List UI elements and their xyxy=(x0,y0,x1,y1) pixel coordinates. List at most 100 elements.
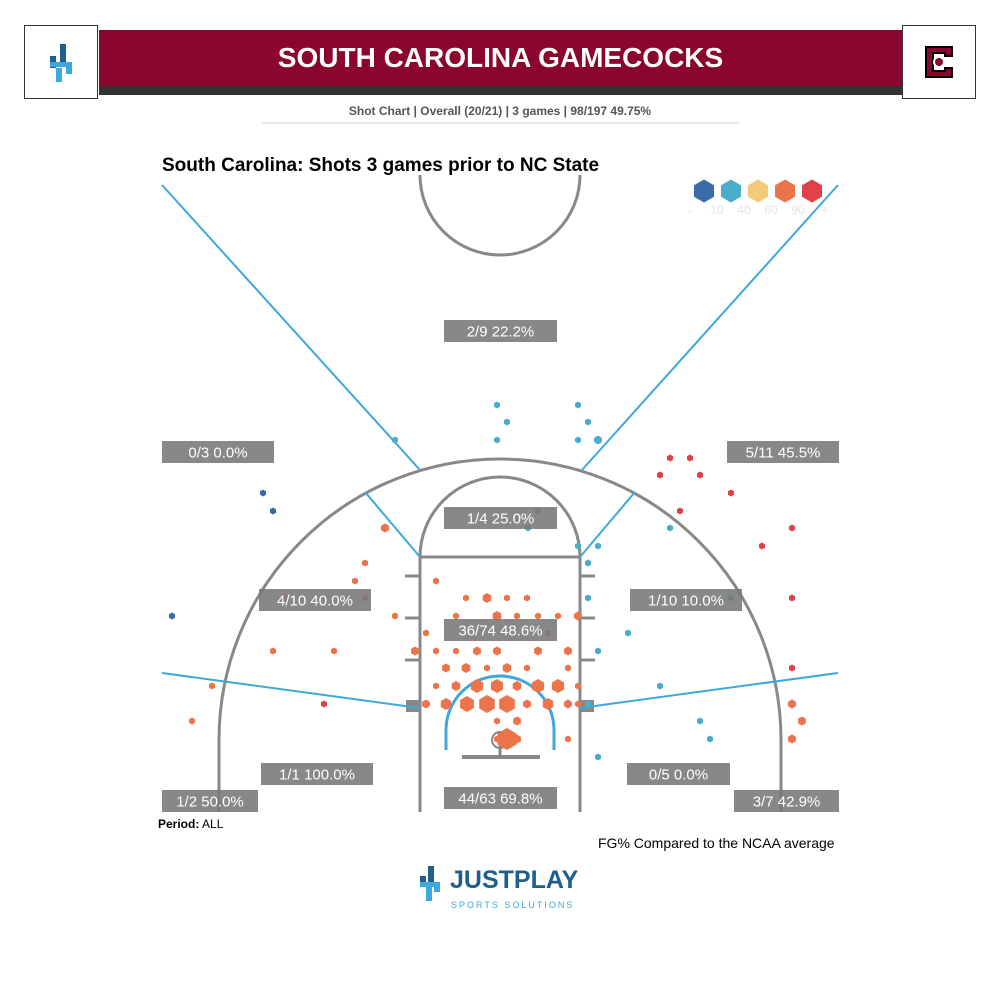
shot-marker xyxy=(697,717,703,725)
zone-label-right-mid: 1/10 10.0% xyxy=(648,593,724,610)
shot-marker xyxy=(492,611,502,621)
shot-marker xyxy=(534,646,542,656)
shot-marker xyxy=(392,436,398,444)
legend-label: 60 xyxy=(764,203,778,217)
shot-marker xyxy=(411,646,419,656)
shot-marker xyxy=(575,436,581,444)
shot-marker xyxy=(625,629,631,637)
shot-marker xyxy=(484,664,490,672)
zone-label-left-mid: 4/10 40.0% xyxy=(277,593,353,610)
shot-marker xyxy=(490,679,504,693)
team-banner: SOUTH CAROLINA GAMECOCKS xyxy=(99,30,902,86)
legend-swatch xyxy=(775,179,795,203)
shot-marker xyxy=(499,695,515,713)
shot-marker xyxy=(728,489,734,497)
shot-marker xyxy=(362,559,368,567)
shot-markers xyxy=(169,401,806,761)
period-label: Period: xyxy=(158,817,200,831)
shot-marker xyxy=(321,700,327,708)
zone-label-box xyxy=(162,790,258,812)
shot-marker xyxy=(270,507,276,515)
justplay-logo-icon xyxy=(50,44,72,82)
zone-label-box xyxy=(444,507,557,529)
shot-marker xyxy=(422,699,430,709)
shot-marker xyxy=(502,663,512,673)
shot-marker xyxy=(453,612,459,620)
zone-label-box xyxy=(444,787,557,809)
shot-marker xyxy=(585,418,591,426)
zone-label-backcourt: 2/9 22.2% xyxy=(467,324,535,341)
team-logo-box xyxy=(902,25,976,99)
shot-marker xyxy=(381,523,389,533)
shot-marker xyxy=(482,593,492,603)
shot-marker xyxy=(667,454,673,462)
zone-label-right-corner-3: 3/7 42.9% xyxy=(753,794,821,811)
shot-marker xyxy=(788,734,796,744)
zone-label-left-baseline-mid: 1/1 100.0% xyxy=(279,767,355,784)
justplay-wordmark-icon: JUSTPLAY SPORTS SOLUTIONS xyxy=(420,866,579,910)
lane-hashes xyxy=(405,574,595,662)
shot-marker xyxy=(352,577,358,585)
chart-subtitle: Shot Chart | Overall (20/21) | 3 games |… xyxy=(348,104,652,118)
shot-marker xyxy=(555,612,561,620)
zone-label-top-mid: 1/4 25.0% xyxy=(467,511,535,528)
justplay-footer-logo: JUSTPLAY SPORTS SOLUTIONS xyxy=(418,864,588,912)
shot-marker xyxy=(479,695,495,713)
shot-marker xyxy=(331,647,337,655)
shot-marker xyxy=(189,717,195,725)
shot-marker xyxy=(423,629,429,637)
shot-marker xyxy=(535,612,541,620)
restricted-arc xyxy=(444,674,556,750)
shot-marker xyxy=(595,542,601,550)
shot-marker xyxy=(169,612,175,620)
shot-marker xyxy=(463,594,469,602)
brand-sub: SPORTS SOLUTIONS xyxy=(451,900,574,910)
shot-marker xyxy=(789,594,795,602)
shot-marker xyxy=(524,594,530,602)
shot-marker xyxy=(789,524,795,532)
block-left xyxy=(406,700,420,712)
zone-label-box xyxy=(630,589,742,611)
shot-marker xyxy=(788,699,796,709)
zone-label-paint: 36/74 48.6% xyxy=(458,623,542,640)
legend-label: 10 xyxy=(710,203,724,217)
shot-marker xyxy=(494,436,500,444)
legend-swatch xyxy=(721,179,741,203)
shot-marker xyxy=(209,682,215,690)
period-filter: Period: ALL xyxy=(158,817,223,831)
shot-marker xyxy=(460,696,474,712)
shot-marker xyxy=(585,700,591,708)
free-throw-arc xyxy=(418,475,582,558)
half-court-circle xyxy=(418,174,582,257)
zone-label-left-corner-3: 1/2 50.0% xyxy=(176,794,244,811)
shot-marker xyxy=(564,699,572,709)
shot-marker xyxy=(494,401,500,409)
shot-marker xyxy=(531,679,545,693)
zone-label-box xyxy=(162,441,274,463)
brand-name: JUSTPLAY xyxy=(450,866,579,894)
shot-marker xyxy=(504,594,510,602)
shot-marker xyxy=(551,679,565,693)
shot-marker xyxy=(451,681,461,691)
zone-label-right-baseline-mid: 0/5 0.0% xyxy=(649,767,708,784)
shot-marker xyxy=(514,612,520,620)
shot-marker xyxy=(575,682,581,690)
zone-label-box xyxy=(727,441,839,463)
shot-marker xyxy=(392,612,398,620)
zone-label-box xyxy=(734,790,839,812)
shot-marker xyxy=(433,647,439,655)
shot-marker xyxy=(433,577,439,585)
legend-label: 40 xyxy=(737,203,751,217)
zone-label-box xyxy=(627,763,730,785)
shot-marker xyxy=(542,698,554,710)
shot-marker xyxy=(595,647,601,655)
zone-label-restricted: 44/63 69.8% xyxy=(458,791,542,808)
comparison-note: FG% Compared to the NCAA average xyxy=(598,835,835,851)
divider xyxy=(262,122,739,124)
shot-marker xyxy=(657,682,663,690)
shot-marker xyxy=(473,646,481,656)
shot-marker xyxy=(513,716,521,726)
legend-label: 90 xyxy=(791,203,805,217)
